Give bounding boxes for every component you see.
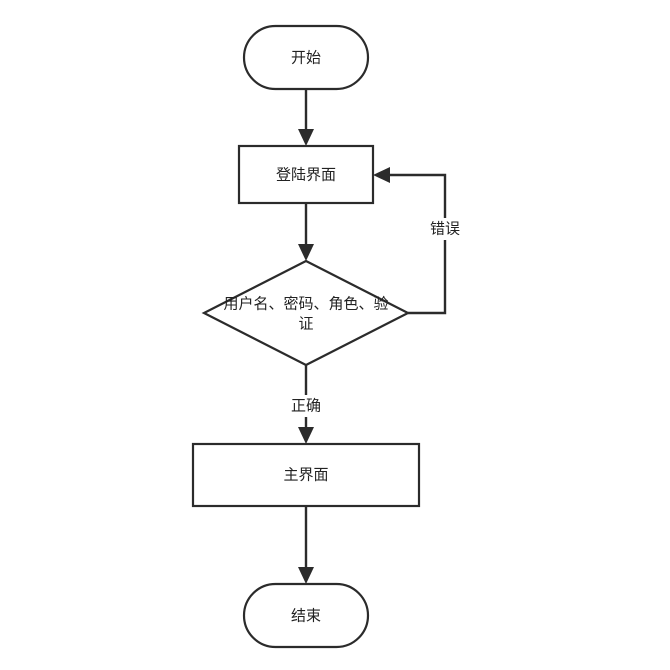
- edge-start-to-login: [298, 89, 314, 146]
- login-process: 登陆界面: [237, 144, 375, 205]
- verify-decision: 用户名、密码、角色、验 证: [201, 259, 411, 367]
- main-process: 主界面: [191, 442, 421, 508]
- verify-label-line2: 证: [298, 315, 313, 333]
- main-label: 主界面: [283, 466, 328, 484]
- error-label-bg: [427, 218, 463, 240]
- end-label: 结束: [291, 607, 321, 625]
- edge-label-error: 错误: [430, 220, 460, 238]
- edge-main-to-end: [298, 506, 314, 584]
- start-terminal: 开始: [242, 24, 370, 91]
- edge-label-correct: 正确: [291, 397, 321, 415]
- correct-label-bg: [288, 395, 324, 417]
- start-label: 开始: [291, 49, 321, 67]
- end-terminal: 结束: [242, 582, 370, 649]
- edge-verify-to-login-error: [373, 167, 447, 315]
- verify-label-line1: 用户名、密码、角色、验: [223, 295, 388, 313]
- edge-login-to-verify: [298, 203, 314, 261]
- login-label: 登陆界面: [276, 166, 336, 184]
